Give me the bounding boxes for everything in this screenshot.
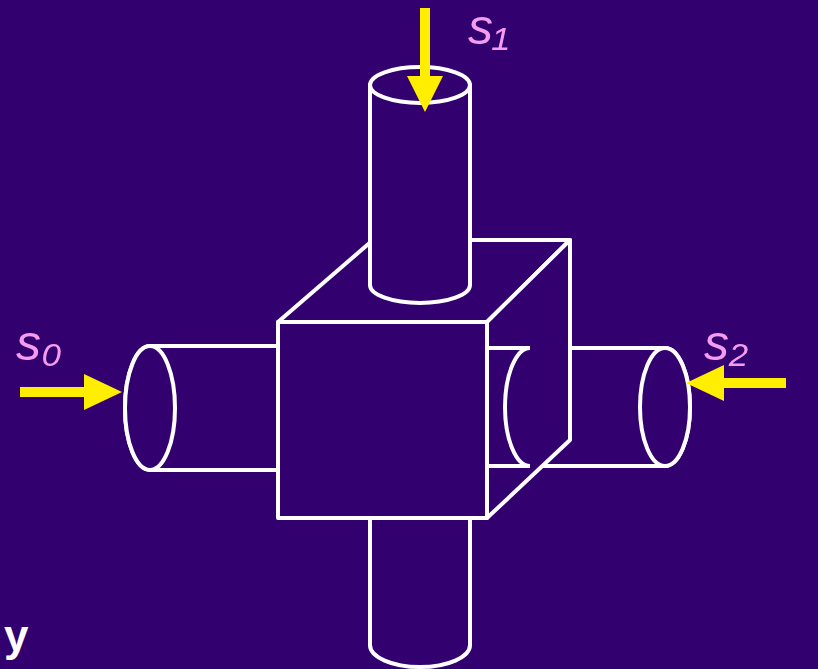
signal-label: s₀ bbox=[16, 318, 62, 368]
signal-label: s₁ bbox=[468, 2, 509, 52]
signal-label: s₂ bbox=[704, 318, 748, 368]
input-arrow bbox=[720, 378, 786, 388]
right-cylinder-body bbox=[487, 348, 530, 466]
left-cylinder bbox=[125, 346, 278, 470]
arrow-head bbox=[686, 365, 724, 401]
input-arrow bbox=[20, 387, 88, 397]
cube-right-face bbox=[487, 240, 570, 518]
bottom-cylinder bbox=[370, 500, 470, 667]
right-cylinder-end bbox=[640, 348, 690, 466]
right-cylinder-joint bbox=[505, 348, 530, 466]
arrow-head bbox=[407, 76, 443, 112]
right-cylinder-mask bbox=[487, 348, 530, 466]
text-fragment: y bbox=[4, 614, 28, 658]
arrow-head bbox=[84, 374, 122, 410]
left-cylinder-end bbox=[125, 346, 175, 470]
cube-front-face bbox=[278, 322, 487, 518]
top-cylinder bbox=[370, 85, 470, 303]
input-arrow bbox=[420, 8, 430, 80]
